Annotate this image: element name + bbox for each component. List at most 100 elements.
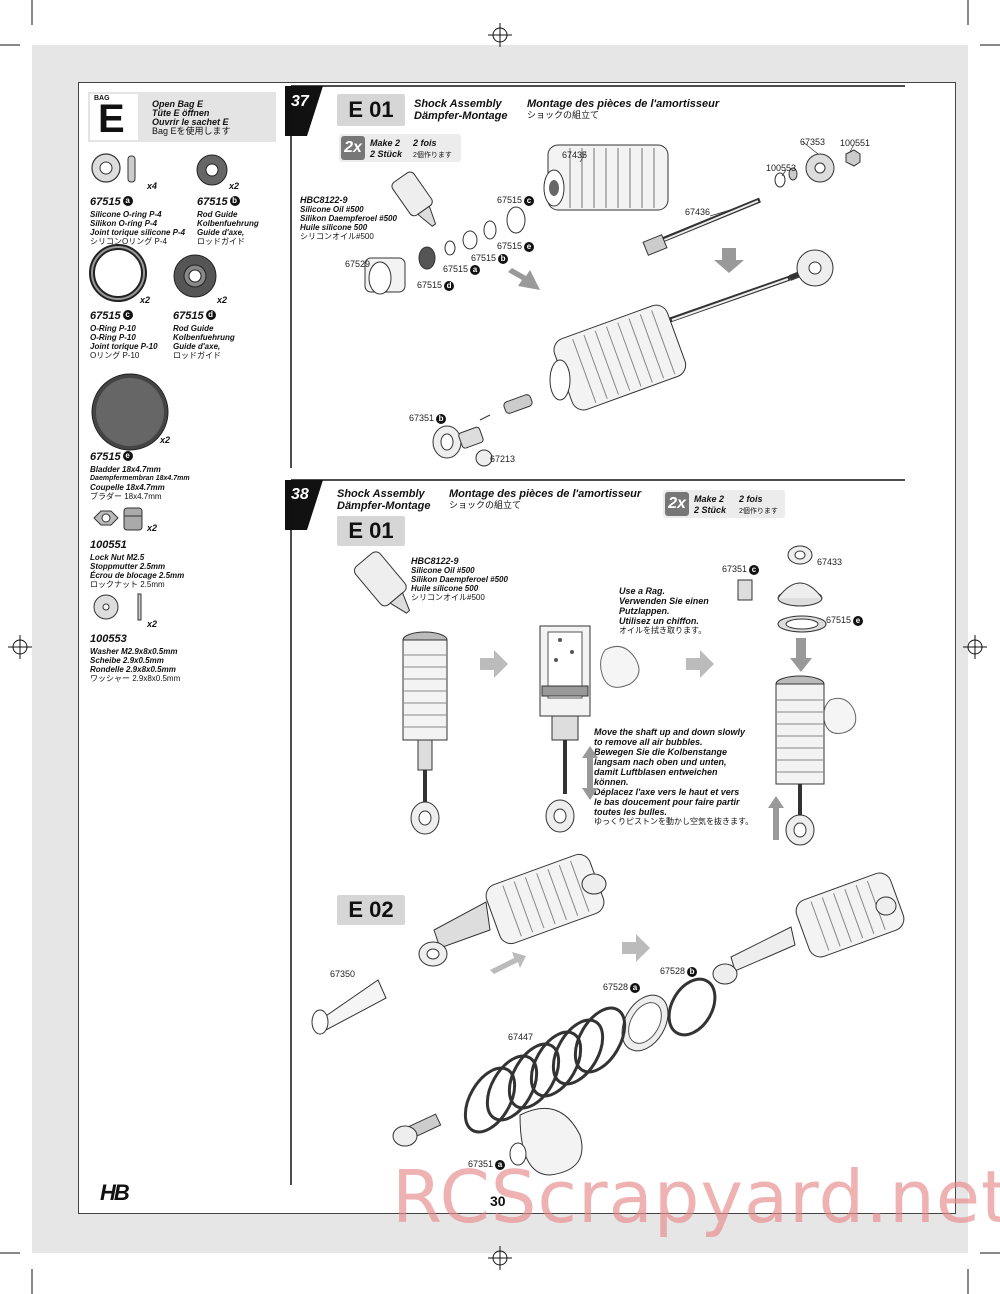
part-100551: 100551 Lock Nut M2.5 Stoppmutter 2.5mm É… (90, 539, 185, 589)
lock-nut-icon (93, 507, 143, 531)
rag-icon (600, 645, 857, 734)
part-100553: 100553 Washer M2.9x8x0.5mm Scheibe 2.9x0… (90, 633, 181, 683)
label-67433: 67433 (817, 557, 843, 567)
bag-line-en: Open Bag E (152, 99, 204, 109)
diagonal-arrow-icon (508, 268, 540, 290)
shock-shaft-icon (642, 197, 761, 256)
rag-note: Use a Rag. Verwenden Sie einen Putzlappe… (619, 586, 709, 635)
step38-title-de: Dämpfer-Montage (337, 500, 431, 512)
step38-make-ja: 2個作ります (739, 508, 778, 515)
assembly-arrow-icon (490, 952, 526, 974)
step38-title-en: Shock Assembly (337, 488, 425, 500)
label-67435: 67435 (562, 150, 588, 160)
step37-title-fr: Montage des pièces de l'amortisseur (527, 98, 720, 110)
step37-title-de: Dämpfer-Montage (414, 110, 508, 122)
rod-end-bottom-icon (392, 1113, 442, 1147)
step37-make-en: Make 2 (370, 138, 401, 148)
bubbles-note: Move the shaft up and down slowly to rem… (594, 727, 754, 826)
step37-title-ja: ショックの組立て (527, 110, 600, 120)
spring-retainer-icon (311, 979, 387, 1035)
step37-shock-diagram (364, 141, 861, 467)
shock-with-spring-cup-icon (418, 853, 607, 967)
cutaway-shock-icon (539, 625, 591, 833)
silicone-o-ring-icon (91, 153, 136, 183)
down-arrow-icon (714, 248, 744, 273)
step37-make-fr: 2 fois (413, 138, 437, 148)
step37-make-ja: 2個作ります (413, 152, 452, 159)
label-67436: 67436 (685, 207, 711, 217)
part-qty: x4 (147, 181, 158, 191)
label-67447: 67447 (508, 1032, 534, 1042)
step37-oil-note: HBC8122-9 Silicone Oil #500 Silikon Daem… (300, 195, 397, 241)
shock-cap-icon (737, 545, 827, 633)
step37-make-box: 2x Make 2 2 Stück 2 fois 2個作ります (339, 134, 461, 162)
bag-tag: BAG (94, 95, 110, 102)
step38-shock-diagram (311, 545, 905, 1176)
step37-qty-icon: 2x (341, 136, 365, 160)
label-67529: 67529 (345, 259, 371, 269)
bag-line-de: Tüte E öffnen (152, 108, 210, 118)
step37-e01-label: E 01 (337, 94, 405, 126)
step38-make-fr: 2 fois (739, 494, 763, 504)
oil-bottle-icon (391, 171, 437, 227)
step38-oil-note: HBC8122-9 Silicone Oil #500 Silikon Daem… (411, 556, 508, 602)
step38-frame (285, 479, 905, 1185)
spring-icon (463, 1006, 627, 1134)
step38-e01-label: E 01 (337, 516, 405, 546)
label-100551: 100551 (840, 138, 871, 148)
parts-illustrations (89, 153, 228, 621)
shock-cap-icon (364, 257, 406, 295)
shock-body-filling-icon (402, 631, 448, 835)
step37-title-en: Shock Assembly (414, 98, 502, 110)
step38-title-ja: ショックの組立て (449, 500, 522, 510)
label-67350: 67350 (330, 969, 356, 979)
watermark: RCScrapyard.net (392, 1155, 1000, 1239)
part-qty: x2 (147, 523, 158, 533)
oil-bottle-icon (353, 551, 411, 614)
piston-icon (774, 149, 861, 188)
step38-number: 38 (291, 486, 309, 503)
shock-body-icon (543, 144, 669, 211)
step38-qty-icon: 2x (665, 492, 689, 516)
bag-badge: BAG E (90, 94, 138, 140)
down-arrow-icon (790, 638, 812, 672)
rod-end-icon (432, 425, 493, 467)
label-67353: 67353 (800, 137, 826, 147)
o-rings-stack-icon (418, 206, 526, 270)
right-arrow-icon (480, 650, 714, 962)
label-100553: 100553 (766, 163, 797, 173)
step38-make-de: 2 Stück (694, 505, 727, 515)
part-qty: x2 (229, 181, 240, 191)
part-qty: x2 (217, 295, 228, 305)
step37-number: 37 (291, 93, 309, 110)
up-arrow-icon (768, 796, 784, 840)
up-down-arrow-icon (582, 746, 598, 800)
bag-line-ja: Bag Eを使用します (152, 126, 231, 136)
step38-make-en: Make 2 (694, 494, 725, 504)
bag-line-fr: Ouvrir le sachet E (152, 117, 229, 127)
bag-letter: E (98, 97, 125, 141)
rod-guide-icon (196, 154, 228, 186)
step37-make-de: 2 Stück (370, 149, 403, 159)
step38-make-box: 2x Make 2 2 Stück 2 fois 2個作ります (663, 490, 785, 518)
o-ring-icon (89, 244, 147, 302)
brand-logo: HB (100, 1180, 130, 1205)
step38-title-fr: Montage des pièces de l'amortisseur (449, 488, 642, 500)
filled-shock-icon (775, 675, 825, 846)
step38-e02-label: E 02 (337, 895, 405, 925)
step37-frame (285, 85, 905, 468)
